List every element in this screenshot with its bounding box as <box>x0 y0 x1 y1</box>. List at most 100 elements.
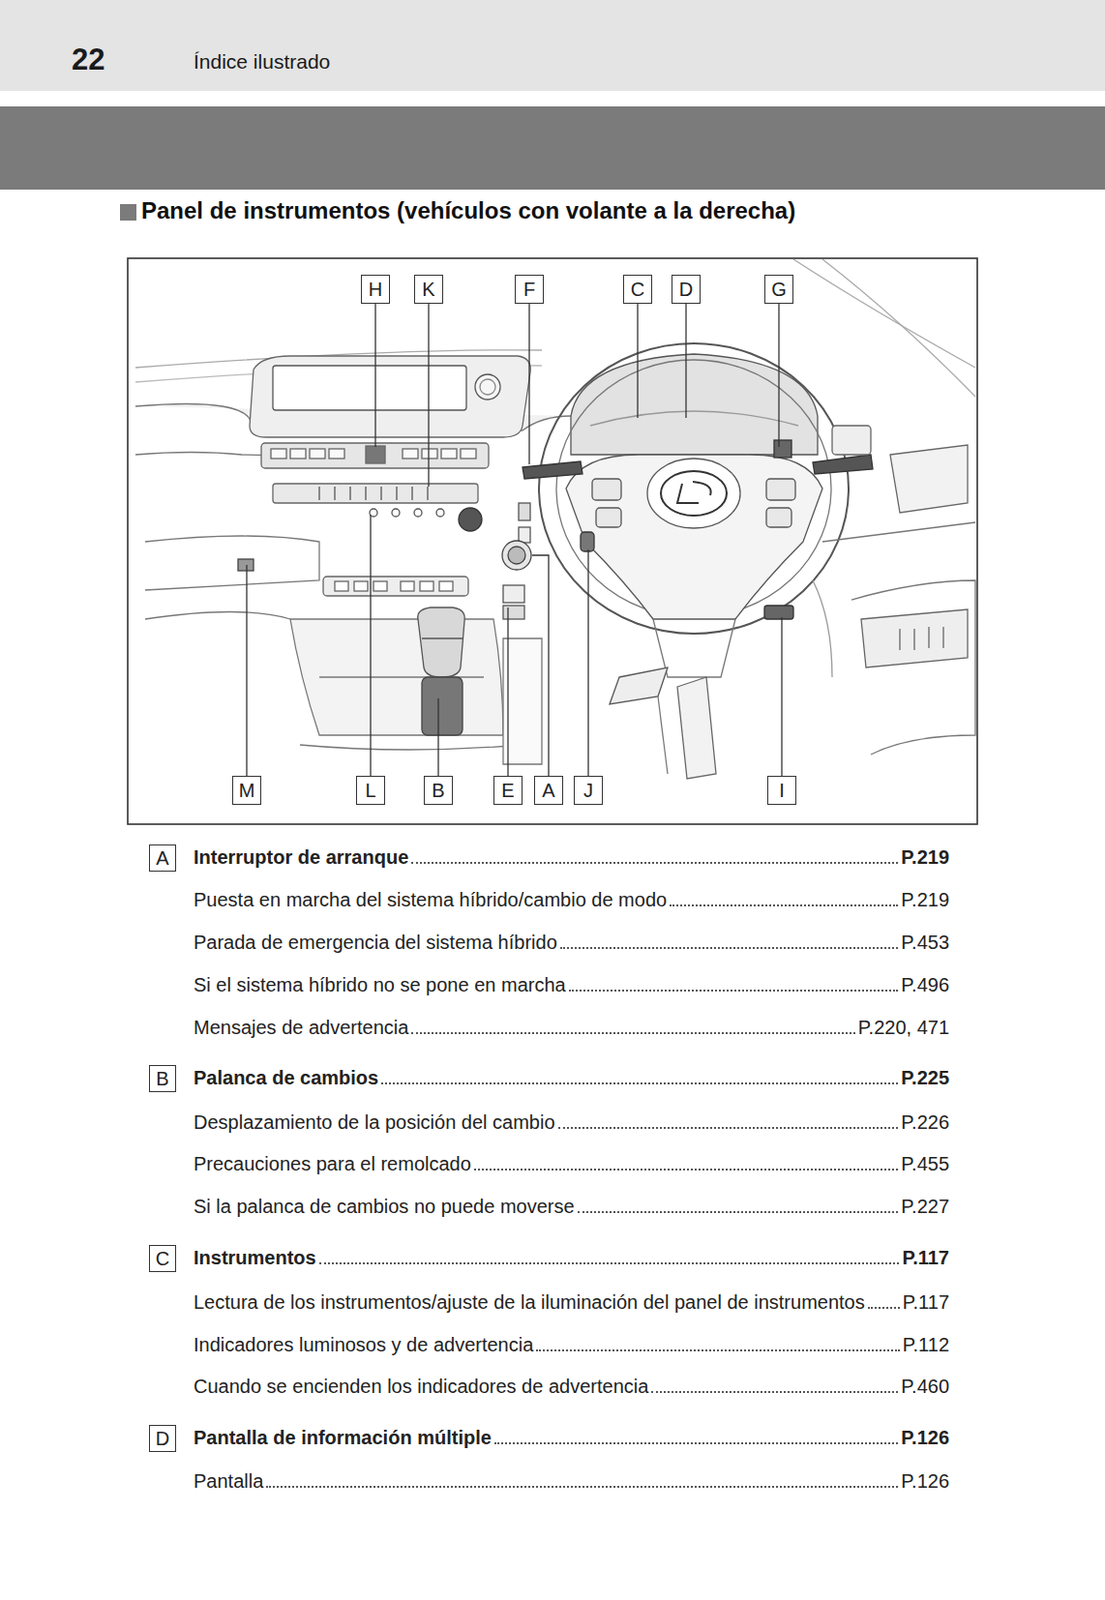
callout-letter: J <box>583 780 594 801</box>
title-square <box>119 204 137 221</box>
index-row: Pantalla de información múltiple P.126 <box>193 1425 950 1451</box>
callout-box: M <box>232 776 262 806</box>
index-entry: Lectura de los instrumentos/ajuste de la… <box>193 1289 866 1315</box>
index-entry: Si el sistema híbrido no se pone en marc… <box>193 972 567 998</box>
dot-leader <box>867 1307 900 1310</box>
callout-letter: E <box>501 780 514 801</box>
callout-box: K <box>414 274 444 304</box>
callout-letter: C <box>630 279 645 299</box>
index-entry: Precauciones para el remolcado <box>193 1151 472 1177</box>
callout-letter: A <box>155 848 169 868</box>
index-row: Si el sistema híbrido no se pone en marc… <box>193 972 950 998</box>
index-row: Precauciones para el remolcado P.455 <box>193 1151 950 1177</box>
index-entry: Indicadores luminosos y de advertencia <box>193 1332 534 1358</box>
dot-leader <box>651 1391 898 1394</box>
callout-letter: B <box>155 1069 169 1089</box>
index-row: Mensajes de advertencia P.220, 471 <box>193 1015 950 1041</box>
line-art <box>135 259 976 779</box>
index-row: Interruptor de arranque P.219 <box>193 844 950 870</box>
callout-letter: B <box>431 780 445 801</box>
index-row: Indicadores luminosos y de advertencia P.… <box>193 1332 950 1358</box>
callout-box: L <box>356 776 386 806</box>
index-row: Parada de emergencia del sistema híbrido… <box>193 929 950 956</box>
dot-leader <box>577 1211 899 1214</box>
page-reference: P.219 <box>900 887 950 913</box>
callout-letter: F <box>523 279 536 299</box>
leader-lines <box>246 303 782 777</box>
callout-letter: G <box>771 279 787 299</box>
index-row: Puesta en marcha del sistema híbrido/cam… <box>193 887 950 913</box>
index-row: Pantalla P.126 <box>193 1468 950 1494</box>
page-reference: P.226 <box>900 1109 950 1135</box>
callout-box: H <box>360 274 390 304</box>
page-reference: P.220, 471 <box>858 1015 950 1041</box>
callout-letter: A <box>541 780 555 801</box>
callout-box: D <box>671 274 701 304</box>
index-entry: Puesta en marcha del sistema híbrido/cam… <box>193 887 667 913</box>
page-reference: P.117 <box>902 1289 950 1315</box>
callout-letter: K <box>421 279 435 299</box>
index-heading: Pantalla de información múltiple <box>193 1425 492 1451</box>
callout-box: J <box>573 776 603 806</box>
page-reference: P.496 <box>900 972 950 998</box>
callout-box: C <box>623 274 653 304</box>
header-band <box>0 0 1105 91</box>
index-letter-box: A <box>149 844 177 872</box>
page-reference: P.455 <box>900 1151 950 1177</box>
callout-letter: L <box>364 780 376 801</box>
index-row: Si la palanca de cambios no puede movers… <box>193 1194 950 1220</box>
dot-leader <box>411 1032 855 1035</box>
callout-box: B <box>423 776 453 806</box>
dot-leader <box>494 1442 898 1445</box>
page-number: 22 <box>71 42 105 78</box>
index-row: Desplazamiento de la posición del cambio… <box>193 1109 950 1135</box>
callout-box: E <box>493 776 523 806</box>
page-reference: P.453 <box>900 929 950 956</box>
page-reference: P.460 <box>900 1373 950 1400</box>
callout-box: F <box>514 274 544 304</box>
running-head: Índice ilustrado <box>193 50 330 74</box>
index-row: Lectura de los instrumentos/ajuste de la… <box>193 1289 950 1315</box>
callout-letter: C <box>155 1249 170 1269</box>
index-row: Palanca de cambiosP.225 <box>193 1065 950 1091</box>
index-letter-box: C <box>149 1245 177 1273</box>
index-letter-box: D <box>149 1425 177 1453</box>
index-entry: Si la palanca de cambios no puede movers… <box>193 1194 575 1220</box>
index-letter-box: B <box>149 1065 177 1093</box>
index-heading: Interruptor de arranque <box>193 844 409 870</box>
page-reference: P.126 <box>900 1468 950 1494</box>
section-band <box>0 106 1105 190</box>
callout-box: G <box>764 274 794 304</box>
callout-box: I <box>767 776 797 806</box>
index-heading: Instrumentos <box>193 1245 317 1271</box>
callout-letter: I <box>778 780 785 801</box>
page-reference: P.112 <box>902 1332 950 1358</box>
callout-letter: H <box>368 279 383 299</box>
index-entry: Mensajes de advertencia <box>193 1015 409 1041</box>
dot-leader <box>411 862 898 865</box>
callout-letter: D <box>679 279 693 299</box>
index-row: Instrumentos P.117 <box>193 1245 950 1271</box>
callout-letter: M <box>238 780 256 801</box>
callout-letter: D <box>155 1429 170 1449</box>
section-title: Panel de instrumentos (vehículos con vol… <box>141 197 796 225</box>
page-reference: P.126 <box>900 1425 950 1451</box>
index-heading: Palanca de cambios <box>193 1065 379 1091</box>
dot-leader <box>558 1127 899 1130</box>
index-entry: Pantalla <box>193 1468 264 1494</box>
page-reference: P.227 <box>900 1194 950 1220</box>
dot-leader <box>319 1262 900 1265</box>
index-entry: Parada de emergencia del sistema híbrido <box>193 929 558 956</box>
index-entry: Cuando se encienden los indicadores de a… <box>193 1373 649 1400</box>
dot-leader <box>568 989 899 992</box>
dot-leader <box>381 1082 898 1085</box>
dot-leader <box>266 1486 898 1489</box>
index-entry: Desplazamiento de la posición del cambio <box>193 1109 556 1135</box>
illustration-frame <box>127 258 978 825</box>
dot-leader <box>474 1168 898 1171</box>
dot-leader <box>669 904 898 907</box>
page-reference: P.219 <box>900 844 950 870</box>
page-reference: P.117 <box>901 1245 950 1271</box>
index-row: Cuando se encienden los indicadores de a… <box>193 1373 950 1400</box>
callout-box: A <box>534 776 564 806</box>
